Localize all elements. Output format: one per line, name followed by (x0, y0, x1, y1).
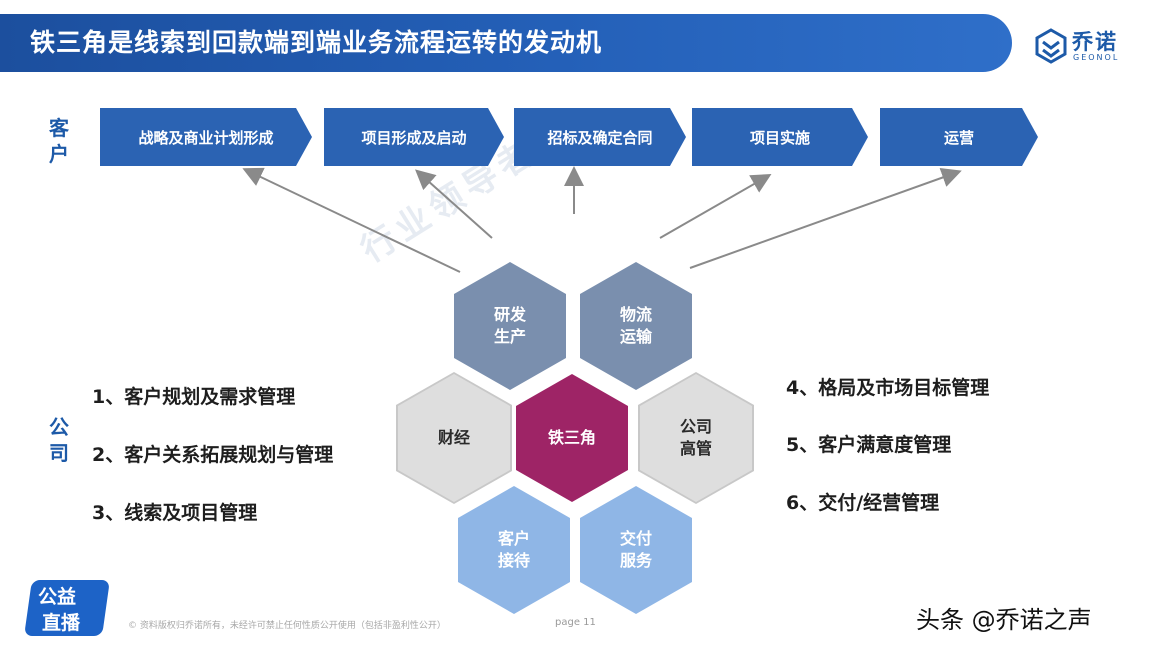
charity-live-logo: 公益 直播 (24, 580, 114, 640)
hex-label: 物流 运输 (619, 305, 652, 346)
source-credit: 头条 @乔诺之声 (916, 606, 1092, 634)
hex-label: 交付 服务 (619, 529, 652, 570)
task-item-2: 2、客户关系拓展规划与管理 (92, 444, 334, 466)
arrow-to-operation (689, 167, 962, 269)
hex-rd-production: 研发 生产 (454, 262, 566, 390)
step-label: 项目实施 (749, 128, 810, 147)
step-label: 战略及商业计划形成 (138, 128, 274, 147)
step-project-initiation: 项目形成及启动 (324, 108, 504, 166)
step-label: 运营 (943, 128, 974, 147)
customer-label: 客户 (45, 115, 73, 167)
step-bidding-contract: 招标及确定合同 (514, 108, 686, 166)
hex-iron-triangle: 铁三角 (516, 374, 628, 502)
hex-logistics: 物流 运输 (580, 262, 692, 390)
logo-mark-icon (1035, 28, 1067, 64)
task-item-1: 1、客户规划及需求管理 (92, 386, 296, 408)
hex-label: 研发 生产 (493, 305, 526, 346)
hex-label: 公司 高管 (679, 417, 712, 458)
title-banner (0, 14, 1012, 72)
charity-line1: 公益 (38, 586, 77, 608)
step-operation: 运营 (880, 108, 1038, 166)
arrow-to-strategy (242, 167, 461, 273)
hex-label: 铁三角 (547, 428, 596, 447)
logo-subtitle: GEONOL (1073, 53, 1120, 62)
task-item-5: 5、客户满意度管理 (786, 434, 952, 456)
company-label: 公司 (45, 414, 73, 466)
task-item-3: 3、线索及项目管理 (92, 502, 258, 524)
company-label-text: 公司 (49, 415, 69, 465)
task-item-4: 4、格局及市场目标管理 (786, 377, 990, 399)
hex-label: 客户 接待 (497, 529, 530, 570)
step-label: 招标及确定合同 (547, 128, 653, 147)
hex-company-execs: 公司 高管 (640, 374, 752, 502)
hex-label: 财经 (437, 428, 470, 447)
customer-label-text: 客户 (49, 116, 69, 166)
page-number: page 11 (555, 617, 596, 628)
charity-line2: 直播 (42, 612, 81, 634)
step-strategy-planning: 战略及商业计划形成 (100, 108, 312, 166)
task-item-6: 6、交付/经营管理 (786, 492, 940, 514)
slide-title: 铁三角是线索到回款端到端业务流程运转的发动机 (30, 28, 603, 57)
step-label: 项目形成及启动 (361, 128, 467, 147)
hex-finance: 财经 (398, 374, 510, 502)
step-implementation: 项目实施 (692, 108, 868, 166)
copyright-note: © 资料版权归乔诺所有，未经许可禁止任何性质公开使用（包括非盈利性公开） (128, 621, 446, 631)
arrow-to-implementation (659, 174, 772, 239)
logo-name: 乔诺 (1072, 30, 1118, 54)
arrow-to-initiation (415, 169, 493, 239)
qiaonuo-logo (1034, 24, 1138, 70)
